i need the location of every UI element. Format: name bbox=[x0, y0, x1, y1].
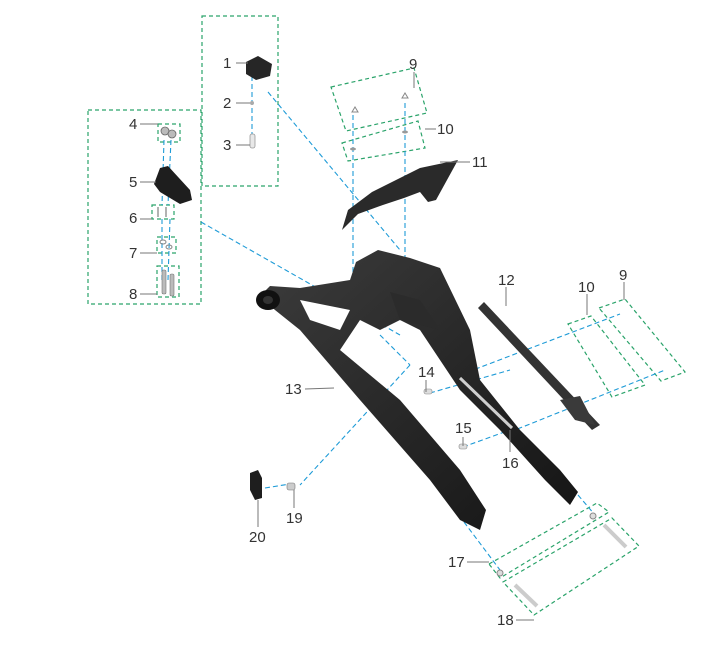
callout-5: 5 bbox=[129, 174, 138, 191]
callout-10-right: 10 bbox=[578, 279, 595, 296]
group-box-1-3 bbox=[201, 15, 279, 187]
callout-2: 2 bbox=[223, 95, 232, 112]
callout-7: 7 bbox=[129, 245, 138, 262]
sub-box-6 bbox=[151, 204, 175, 220]
callout-1: 1 bbox=[223, 55, 232, 72]
callout-17: 17 bbox=[448, 554, 465, 571]
group-box-18 bbox=[502, 517, 640, 616]
callout-14: 14 bbox=[418, 364, 435, 381]
part-5-bracket bbox=[154, 166, 192, 204]
group-box-4-8 bbox=[87, 109, 202, 305]
part-2-washer bbox=[250, 101, 254, 105]
group-box-9-right bbox=[597, 298, 686, 382]
sub-box-4 bbox=[157, 123, 181, 143]
callout-8: 8 bbox=[129, 286, 138, 303]
group-box-10-right bbox=[567, 315, 646, 398]
part-20-bracket bbox=[250, 470, 262, 500]
callout-10-top: 10 bbox=[437, 121, 454, 138]
callout-13: 13 bbox=[285, 381, 302, 398]
callout-9-right: 9 bbox=[619, 267, 628, 284]
callout-4: 4 bbox=[129, 116, 138, 133]
group-box-10-top bbox=[341, 120, 426, 162]
part-11-mudguard bbox=[342, 160, 458, 230]
group-boxes bbox=[87, 15, 686, 616]
callout-19: 19 bbox=[286, 510, 303, 527]
part-4-nut bbox=[167, 129, 177, 139]
callout-20: 20 bbox=[249, 529, 266, 546]
callout-12: 12 bbox=[498, 272, 515, 289]
callout-16: 16 bbox=[502, 455, 519, 472]
callout-11: 11 bbox=[472, 154, 488, 171]
callout-18: 18 bbox=[497, 612, 514, 629]
callout-3: 3 bbox=[223, 137, 232, 154]
part-3-pin bbox=[249, 133, 256, 149]
part-12-chainguard bbox=[478, 302, 600, 430]
part-13-swingarm bbox=[256, 250, 578, 530]
sub-box-8 bbox=[156, 265, 180, 298]
callout-9-top: 9 bbox=[409, 56, 418, 73]
callout-6: 6 bbox=[129, 210, 138, 227]
callout-15: 15 bbox=[455, 420, 472, 437]
group-box-9-top bbox=[330, 67, 428, 132]
sub-box-7 bbox=[156, 236, 177, 254]
part-1-cap bbox=[246, 56, 272, 80]
